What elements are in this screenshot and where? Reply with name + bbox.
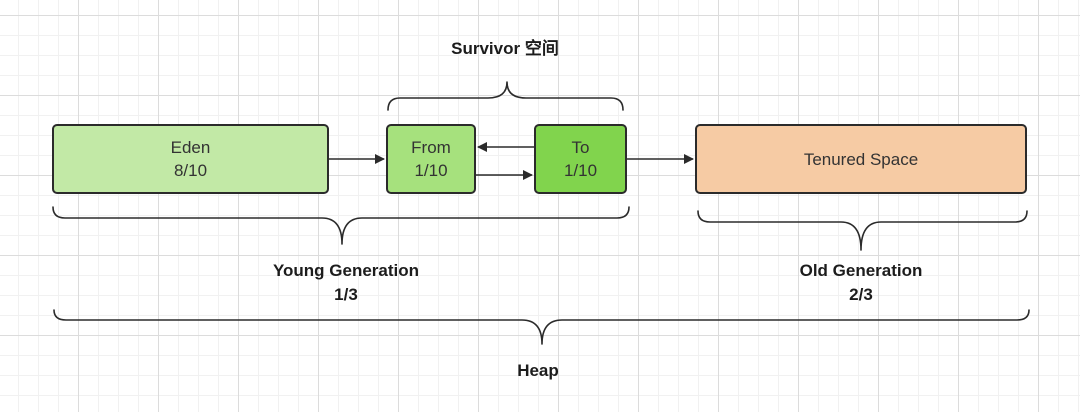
to-title: To: [571, 138, 590, 157]
tenured-title: Tenured Space: [803, 149, 919, 169]
old-generation-brace: [697, 210, 1028, 251]
from-ratio: 1/10: [414, 161, 448, 180]
to-ratio: 1/10: [563, 161, 598, 180]
young-generation-ratio: 1/3: [334, 285, 358, 304]
from-box: From 1/10: [386, 124, 476, 194]
young-generation-title: Young Generation: [272, 261, 420, 280]
survivor-label: Survivor 空间: [451, 39, 559, 58]
eden-title: Eden: [170, 138, 211, 157]
old-generation-title: Old Generation: [799, 261, 923, 280]
eden-ratio: 8/10: [173, 161, 208, 180]
eden-box: Eden 8/10: [52, 124, 329, 194]
tenured-space-box: Tenured Space: [695, 124, 1027, 194]
heap-brace: [53, 309, 1030, 345]
heap-label: Heap: [517, 361, 559, 380]
from-title: From: [411, 138, 451, 157]
to-box: To 1/10: [534, 124, 627, 194]
young-generation-brace: [52, 206, 630, 245]
young-generation-label: Young Generation 1/3: [196, 259, 496, 307]
old-generation-ratio: 2/3: [849, 285, 873, 304]
survivor-brace: [387, 81, 624, 111]
old-generation-label: Old Generation 2/3: [761, 259, 961, 307]
